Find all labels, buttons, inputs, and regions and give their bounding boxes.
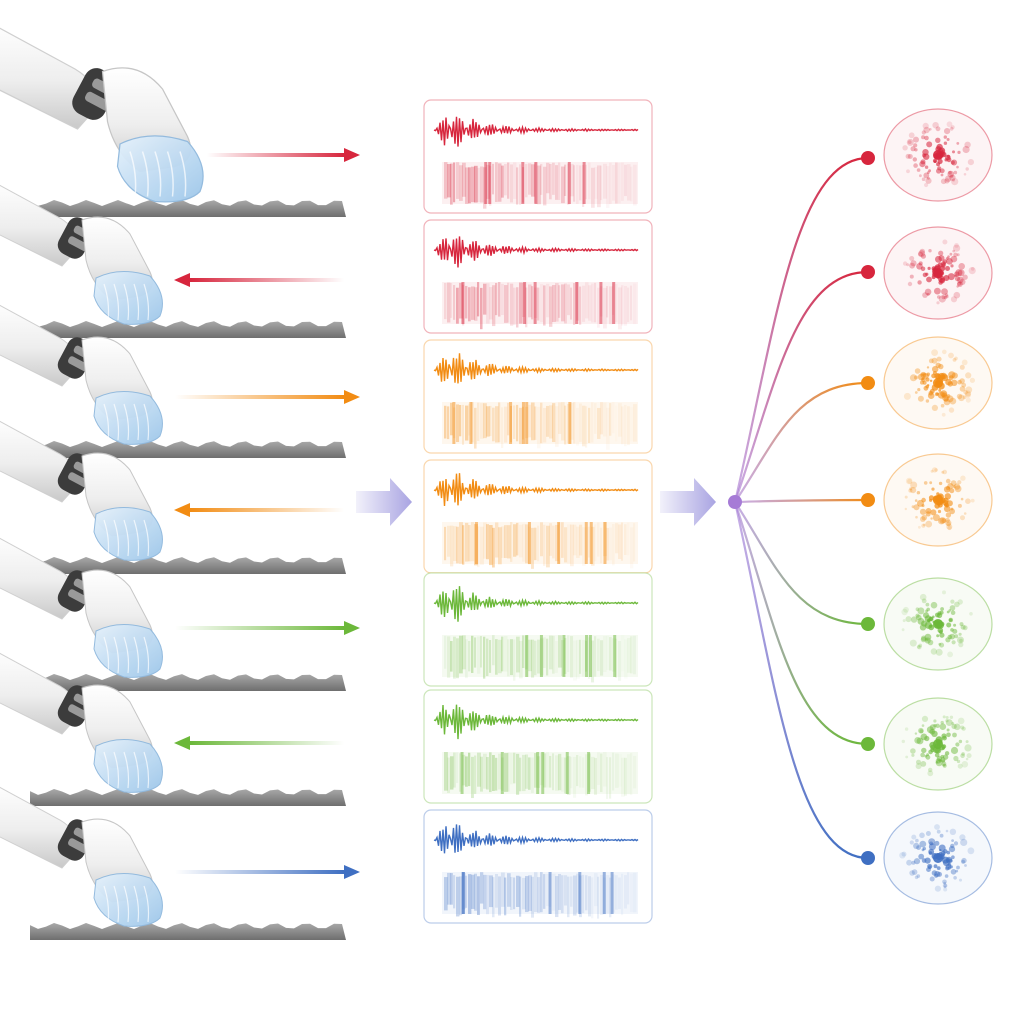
motion-arrow-icon bbox=[175, 865, 360, 879]
motion-arrow-icon bbox=[174, 273, 344, 287]
finger-row bbox=[0, 304, 346, 458]
spectrogram-icon bbox=[442, 635, 638, 683]
branch-node-icon bbox=[861, 737, 875, 751]
finger-row bbox=[0, 184, 346, 338]
finger-row bbox=[0, 537, 346, 691]
branch-node-icon bbox=[861, 493, 875, 507]
vibration-waveform-icon bbox=[433, 586, 639, 622]
vibration-waveform-icon bbox=[433, 824, 639, 854]
textured-surface-icon bbox=[30, 789, 346, 806]
spectrogram-icon bbox=[442, 752, 638, 799]
embedding-cluster-icon bbox=[883, 336, 993, 430]
flow-arrows bbox=[356, 478, 716, 526]
textured-surface-icon bbox=[30, 441, 346, 458]
textured-surface-icon bbox=[30, 321, 346, 338]
spectrogram-icon bbox=[442, 872, 638, 919]
branch-node-icon bbox=[861, 617, 875, 631]
finger-row bbox=[0, 786, 346, 940]
textured-surface-icon bbox=[30, 200, 346, 217]
embedding-cluster-icon bbox=[883, 811, 993, 905]
flow-arrow-icon bbox=[356, 478, 412, 526]
robotic-finger-icon bbox=[0, 184, 163, 325]
spectrogram-icon bbox=[442, 402, 638, 450]
tree-branch bbox=[733, 501, 875, 865]
vibration-waveform-icon bbox=[433, 116, 639, 147]
robotic-finger-icon bbox=[0, 786, 163, 927]
robotic-finger-icon bbox=[0, 537, 163, 678]
finger-row bbox=[0, 652, 346, 806]
branching-tree bbox=[728, 151, 875, 865]
vibration-waveform-icon bbox=[433, 704, 639, 740]
tree-branch bbox=[733, 151, 875, 503]
branch-node-icon bbox=[861, 851, 875, 865]
robotic-finger-icon bbox=[0, 652, 163, 793]
finger-column bbox=[0, 27, 346, 940]
robotic-finger-icon bbox=[0, 27, 204, 203]
signal-panel-column bbox=[423, 99, 653, 924]
motion-arrow-icon bbox=[175, 621, 360, 635]
vibration-waveform-icon bbox=[433, 353, 639, 384]
embedding-cluster-icon bbox=[883, 577, 993, 671]
spectrogram-icon bbox=[442, 522, 638, 569]
vibration-waveform-icon bbox=[433, 236, 639, 268]
motion-arrow-column bbox=[174, 148, 360, 879]
finger-row bbox=[0, 27, 346, 217]
robotic-finger-icon bbox=[0, 304, 163, 445]
flow-arrow-icon bbox=[660, 478, 716, 526]
embedding-cluster-icon bbox=[883, 226, 993, 320]
root-node-icon bbox=[728, 495, 742, 509]
signal-panel bbox=[423, 219, 653, 334]
signal-panel bbox=[423, 459, 653, 574]
signal-panel bbox=[423, 689, 653, 804]
finger-row bbox=[0, 420, 346, 574]
embedding-cluster-icon bbox=[883, 453, 993, 547]
tree-branch bbox=[733, 265, 875, 503]
motion-arrow-icon bbox=[175, 390, 360, 404]
robotic-finger-icon bbox=[0, 420, 163, 561]
cluster-column bbox=[883, 108, 993, 905]
embedding-cluster-icon bbox=[883, 108, 993, 202]
branch-node-icon bbox=[861, 376, 875, 390]
vibration-waveform-icon bbox=[433, 473, 639, 507]
branch-node-icon bbox=[861, 151, 875, 165]
spectrogram-icon bbox=[442, 282, 638, 330]
signal-panel bbox=[423, 809, 653, 924]
signal-panel bbox=[423, 339, 653, 454]
spectrogram-icon bbox=[442, 162, 638, 209]
tree-branch bbox=[734, 501, 875, 631]
motion-arrow-icon bbox=[174, 736, 344, 750]
tree-branch bbox=[734, 493, 875, 507]
tree-branch bbox=[733, 501, 875, 751]
textured-surface-icon bbox=[30, 923, 346, 940]
signal-panel bbox=[423, 572, 653, 687]
embedding-cluster-icon bbox=[883, 697, 993, 791]
tree-branch bbox=[734, 376, 875, 503]
motion-arrow-icon bbox=[207, 148, 360, 162]
textured-surface-icon bbox=[30, 557, 346, 574]
signal-panel bbox=[423, 99, 653, 214]
motion-arrow-icon bbox=[174, 503, 344, 517]
branch-node-icon bbox=[861, 265, 875, 279]
